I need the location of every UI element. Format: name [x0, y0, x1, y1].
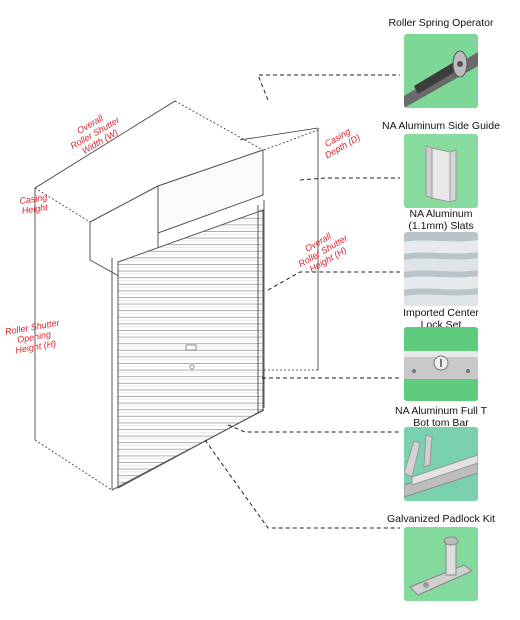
part-label-slats: NA Aluminum (1.1mm) Slats [408, 208, 474, 232]
shutter-curtain [111, 200, 265, 491]
bottom-bar-icon [404, 427, 478, 501]
spring-operator-icon [404, 34, 478, 108]
side-guide-icon [404, 134, 478, 208]
lock-set-icon [404, 327, 478, 401]
part-label-spring-operator: Roller Spring Operator [388, 17, 494, 29]
part-label-padlock-kit: Galvanized Padlock Kit [387, 513, 495, 525]
slats-icon [404, 232, 478, 306]
part-label-bottom-bar: NA Aluminum Full T Bot tom Bar [394, 405, 487, 429]
part-label-side-guide: NA Aluminum Side Guide [382, 120, 500, 132]
dimension-lines [34, 100, 319, 491]
leader-lines [204, 74, 400, 529]
padlock-kit-icon [404, 527, 478, 601]
